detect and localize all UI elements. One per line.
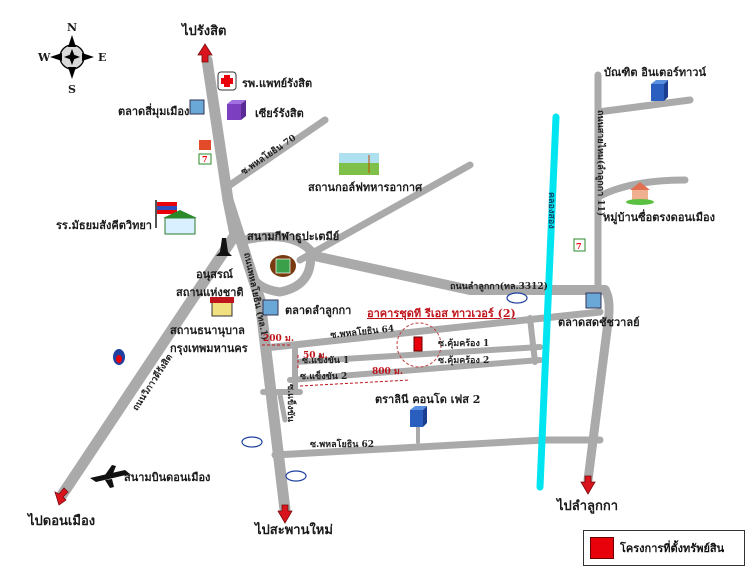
- road-label-side: ซ.แข็งขัน: [285, 384, 295, 422]
- label-golf: สถานกอล์ฟทหารอากาศ: [308, 181, 423, 194]
- legend-swatch: [590, 537, 614, 559]
- market-icon-3: [585, 292, 602, 309]
- direction-rangsit: ไปรังสิต: [182, 24, 227, 39]
- gas-station-icon: [113, 349, 125, 365]
- building-blue-icon-1: [651, 80, 668, 101]
- road-label-phahon62: ซ.พหลโยธิน 62: [310, 440, 375, 450]
- hospital-icon: [217, 71, 237, 91]
- label-market-simummueang: ตลาดสี่มุมเมือง: [118, 105, 190, 118]
- road-phahon70: [226, 116, 329, 189]
- label-condo-trarin: ตราลินี คอนโด เฟส 2: [375, 393, 481, 406]
- road-lamlukka: [305, 250, 610, 295]
- store-icon-2: 7: [573, 238, 586, 252]
- building-purple-icon: [227, 100, 246, 120]
- market-icon-1: [189, 99, 205, 115]
- compass-s: S: [68, 83, 76, 96]
- project-marker-icon: [413, 336, 423, 352]
- label-bundit-tower: บัณฑิต อินเตอร์ทาวน์: [604, 66, 706, 79]
- distance-800: 800 ม.: [372, 367, 403, 377]
- nursery-icon: [210, 297, 234, 317]
- legend: โครงการที่ตั้งทรัพย์สิน: [583, 530, 745, 566]
- direction-donmueang: ไปดอนเมือง: [28, 514, 96, 529]
- airplane-icon: [90, 465, 130, 488]
- market-icon-2: [262, 299, 279, 316]
- distance-200: 200 ม.: [263, 334, 294, 344]
- compass-e: E: [98, 51, 107, 64]
- label-stadium: สนามกีฬาธูปะเตมีย์: [247, 230, 340, 243]
- arrow-down-icon-2: [580, 475, 596, 495]
- road-label-khaengkhan2: ซ.แข็งขัน 2: [300, 372, 348, 382]
- arrow-down-icon: [277, 504, 293, 524]
- svg-text:7: 7: [576, 241, 582, 251]
- svg-text:7: 7: [202, 154, 208, 164]
- direction-saphanmai: ไปสะพานใหม่: [255, 523, 333, 538]
- road-label-khumkhrong2: ซ.คุ้มคร้อง 2: [438, 356, 490, 366]
- compass-icon: [50, 35, 94, 79]
- road-phahon-main: [222, 194, 291, 516]
- school-icon: [155, 200, 197, 235]
- golf-icon: [339, 153, 379, 175]
- label-project: อาคารชุดที รีเอส ทาวเวอร์ (2): [367, 307, 516, 320]
- building-blue-icon-2: [410, 406, 427, 427]
- label-airport: สนามบินดอนเมือง: [124, 471, 211, 484]
- stadium-icon: [270, 255, 296, 277]
- distance-50: 50 ม.: [303, 351, 328, 361]
- label-hospital: รพ.แพทย์รังสิต: [242, 77, 313, 90]
- label-nursery-1: สถานธนานุบาล: [170, 324, 245, 337]
- label-monument-2: สถานแห่งชาติ: [176, 286, 244, 299]
- label-nursery-2: กรุงเทพมหานคร: [170, 342, 248, 355]
- project-radius: [396, 322, 442, 368]
- label-monument-1: อนุสรณ์: [196, 268, 233, 281]
- esso-icons: [241, 292, 528, 482]
- house-icon: [626, 182, 654, 205]
- arrow-up-icon: [197, 43, 213, 63]
- arrow-down-left-icon: [54, 487, 69, 506]
- road-label-saimai: ถนนสายไหม(ลำลูกกา 11): [595, 110, 605, 217]
- road-label-khumkhrong1: ซ.คุ้มคร้อง 1: [438, 339, 490, 349]
- compass-w: W: [38, 51, 51, 64]
- canal: [536, 113, 560, 491]
- road-label-lamlukka: ถนนลำลูกกา(ทล.3312): [450, 282, 548, 292]
- label-market-chatchawan: ตลาดสดชัชวาลย์: [558, 316, 640, 329]
- road-label-canal: คลองสอง: [546, 192, 556, 229]
- label-village: หมู่บ้านซื่อตรงดอนเมือง: [603, 211, 715, 224]
- legend-label: โครงการที่ตั้งทรัพย์สิน: [620, 542, 725, 555]
- label-zeer-rangsit: เซียร์รังสิต: [255, 107, 304, 120]
- store-icon: 7: [198, 140, 212, 165]
- road-label-khaengkhan1: ซ.แข็งขัน 1: [302, 356, 350, 366]
- monument-icon: [216, 238, 232, 256]
- label-market-lamlukka: ตลาดลำลูกกา: [285, 304, 352, 317]
- direction-lamlukka: ไปลำลูกกา: [557, 499, 619, 514]
- label-school: รร.มัธยมสังคีตวิทยา: [56, 219, 152, 232]
- compass-n: N: [67, 21, 78, 34]
